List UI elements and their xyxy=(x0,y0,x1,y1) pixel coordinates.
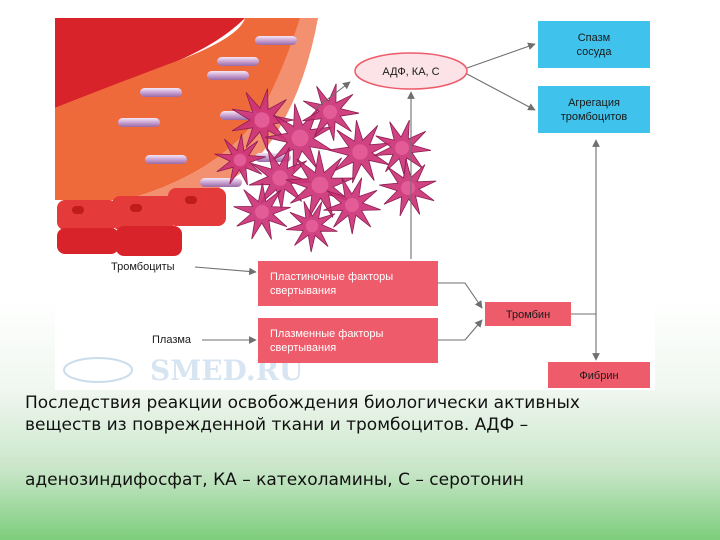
caption-line-2: веществ из поврежденной ткани и тромбоци… xyxy=(25,415,529,435)
plasma-factors-label-1: Плазменные факторы xyxy=(270,328,384,340)
arrow-platelets xyxy=(194,266,257,276)
platelet-core-10 xyxy=(255,205,269,219)
fibrin-label: Фибрин xyxy=(579,370,618,382)
platelet-core-2 xyxy=(291,129,309,147)
platelet-core-3 xyxy=(323,105,337,119)
platelet-aggregate xyxy=(214,83,437,253)
caption-line-1: Последствия реакции освобождения биологи… xyxy=(25,393,580,413)
arrow-thrombin-to-aggregation xyxy=(571,139,600,315)
thrombin-box xyxy=(485,302,571,326)
flow-arrows xyxy=(194,42,600,361)
plasma-factors-box xyxy=(258,318,438,363)
platelet-core-9 xyxy=(345,198,359,212)
platelet-core-1 xyxy=(254,112,270,128)
platelet-aggregation-label-2: тромбоцитов xyxy=(561,111,628,123)
vessel-wall-outer xyxy=(55,18,245,108)
platelet-core-4 xyxy=(352,144,368,160)
arrow-to-aggregation xyxy=(466,73,536,111)
mediators-label: АДФ, КА, С xyxy=(382,66,439,78)
vessel-spasm-label-2: сосуда xyxy=(577,46,613,58)
platelet-factors-label-2: свертывания xyxy=(270,285,336,297)
platelet-aggregation-box xyxy=(538,86,650,133)
vessel-spasm-box xyxy=(538,21,650,68)
arrow-to-spasm xyxy=(466,42,536,69)
platelet-core-6 xyxy=(401,181,415,195)
caption-line-3: аденозиндифосфат, КА – катехоламины, С –… xyxy=(25,470,524,490)
platelet-aggregation-label-1: Агрегация xyxy=(568,97,620,109)
platelet-core-5 xyxy=(395,141,409,155)
vessel-spasm-label-1: Спазм xyxy=(578,32,611,44)
platelet-factors-box xyxy=(258,261,438,306)
arrow-platelets-to-mediators xyxy=(315,81,351,109)
platelets-label: Тромбоциты xyxy=(111,261,175,273)
platelet-core-12 xyxy=(233,153,247,167)
arrow-platelet-factors-to-thrombin xyxy=(438,282,483,309)
platelet-core-8 xyxy=(311,176,329,194)
plasma-factors-label-2: свертывания xyxy=(270,342,336,354)
endothelial-cells xyxy=(57,188,226,256)
fibrin-box xyxy=(548,362,650,388)
arrow-plasma-factors-to-thrombin xyxy=(438,319,483,341)
mediators-ellipse xyxy=(354,52,468,90)
plasma-label: Плазма xyxy=(152,334,192,346)
platelet-core-7 xyxy=(272,170,288,186)
platelet-factors-label-1: Пластиночные факторы xyxy=(270,271,393,283)
vessel-wall-illustration xyxy=(55,18,318,265)
thrombin-label: Тромбин xyxy=(506,309,550,321)
platelet-core-11 xyxy=(305,219,319,233)
